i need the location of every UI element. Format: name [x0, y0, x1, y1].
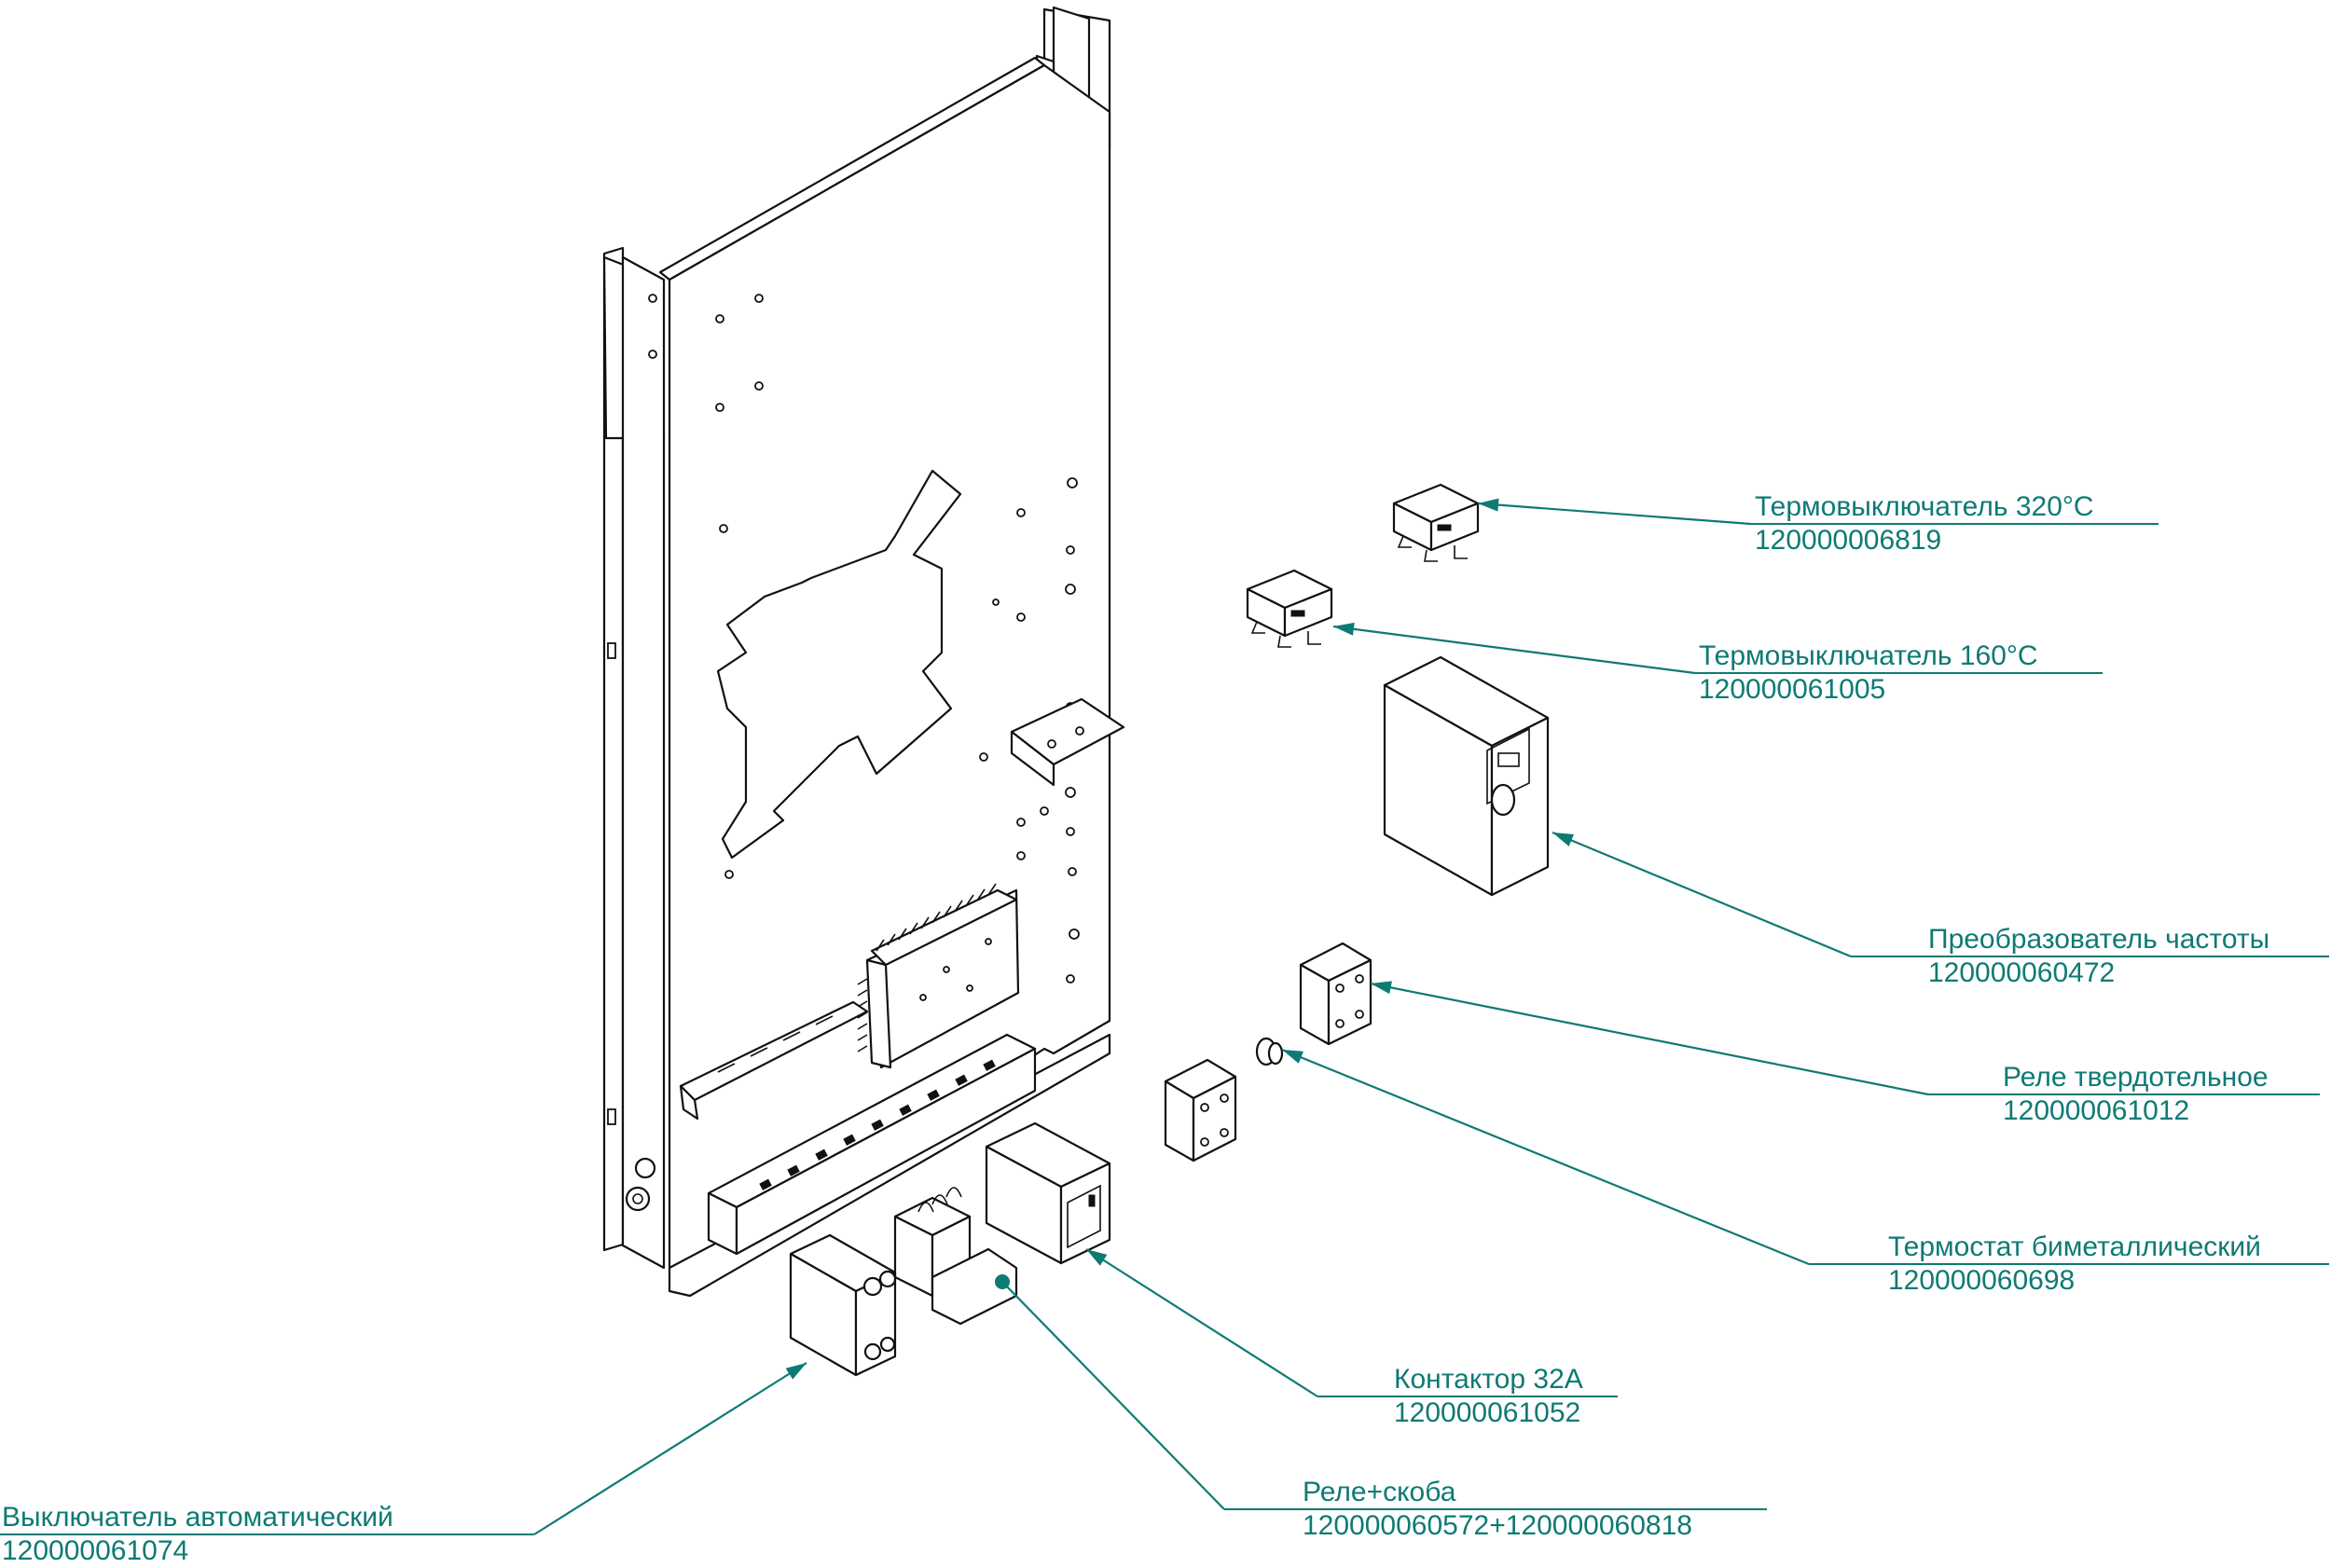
contactor-32a	[985, 1121, 1111, 1265]
callout-frequency-converter: Преобразователь частоты 120000060472	[1928, 923, 2269, 990]
callout-code: 120000061012	[2003, 1095, 2190, 1126]
leader-thermal-switch-320	[1477, 502, 1752, 526]
leader-lines	[0, 498, 2329, 1535]
leader-bimetal-thermostat-arrowhead	[1282, 1050, 1304, 1064]
callout-relay-bracket: Реле+скоба 120000060572+120000060818	[1303, 1476, 1692, 1543]
callout-code: 120000060472	[1928, 957, 2116, 988]
frequency-converter	[1383, 655, 1550, 897]
mounting-panel	[602, 6, 1125, 1298]
leader-thermal-switch-160-arrowhead	[1333, 622, 1355, 636]
callout-name: Реле твердотельное	[2003, 1062, 2269, 1093]
callout-name: Термостат биметаллический	[1888, 1231, 2261, 1262]
callout-name: Преобразователь частоты	[1928, 924, 2270, 955]
leader-circuit-breaker-arrowhead	[785, 1363, 807, 1380]
leader-solid-state-relay	[1370, 982, 1929, 1096]
callout-code: 120000006819	[1755, 525, 1942, 556]
callout-solid-state-relay: Реле твердотельное 120000061012	[2003, 1061, 2269, 1128]
thermal-switch-160	[1246, 569, 1333, 648]
callout-code: 120000060698	[1888, 1265, 2076, 1296]
auxiliary-relay	[1164, 1058, 1237, 1162]
leader-relay-bracket-dot	[995, 1274, 1010, 1289]
mounting-holes	[648, 294, 1080, 983]
leader-circuit-breaker	[533, 1362, 807, 1535]
callout-code: 120000061074	[2, 1535, 189, 1566]
leader-contactor	[1085, 1248, 1318, 1397]
leader-bimetal-thermostat	[1281, 1048, 1810, 1266]
callout-bimetal-thermostat: Термостат биметаллический 120000060698	[1888, 1231, 2261, 1298]
callout-contactor: Контактор 32А 120000061052	[1394, 1363, 1583, 1430]
callout-thermal-switch-320: Термовыключатель 320°C 120000006819	[1755, 490, 2094, 557]
callout-circuit-breaker: Выключатель автоматический 120000061074	[2, 1501, 393, 1568]
solid-state-relay	[1299, 942, 1372, 1046]
leader-relay-bracket	[1001, 1281, 1225, 1510]
callout-name: Контактор 32А	[1394, 1364, 1583, 1395]
leader-frequency-converter-arrowhead	[1552, 832, 1575, 846]
callout-code: 120000061005	[1699, 674, 1886, 705]
leader-thermal-switch-160	[1332, 625, 1696, 675]
thermal-switch-320	[1392, 483, 1480, 562]
callout-name: Термовыключатель 320°C	[1755, 491, 2094, 522]
relay-with-bracket	[893, 1187, 1018, 1326]
callout-thermal-switch-160: Термовыключатель 160°C 120000061005	[1699, 640, 2038, 707]
leader-frequency-converter	[1552, 831, 1852, 958]
leader-solid-state-relay-arrowhead	[1371, 981, 1392, 995]
bimetal-thermostat	[1255, 1037, 1284, 1066]
callout-code: 120000061052	[1394, 1397, 1581, 1428]
circuit-breaker	[789, 1233, 897, 1377]
callout-name: Реле+скоба	[1303, 1477, 1456, 1507]
leader-thermal-switch-320-arrowhead	[1478, 498, 1499, 512]
callout-code: 120000060572+120000060818	[1303, 1510, 1692, 1541]
leader-contactor-arrowhead	[1086, 1249, 1108, 1266]
callout-name: Выключатель автоматический	[2, 1502, 393, 1533]
callout-name: Термовыключатель 160°C	[1699, 640, 2038, 671]
